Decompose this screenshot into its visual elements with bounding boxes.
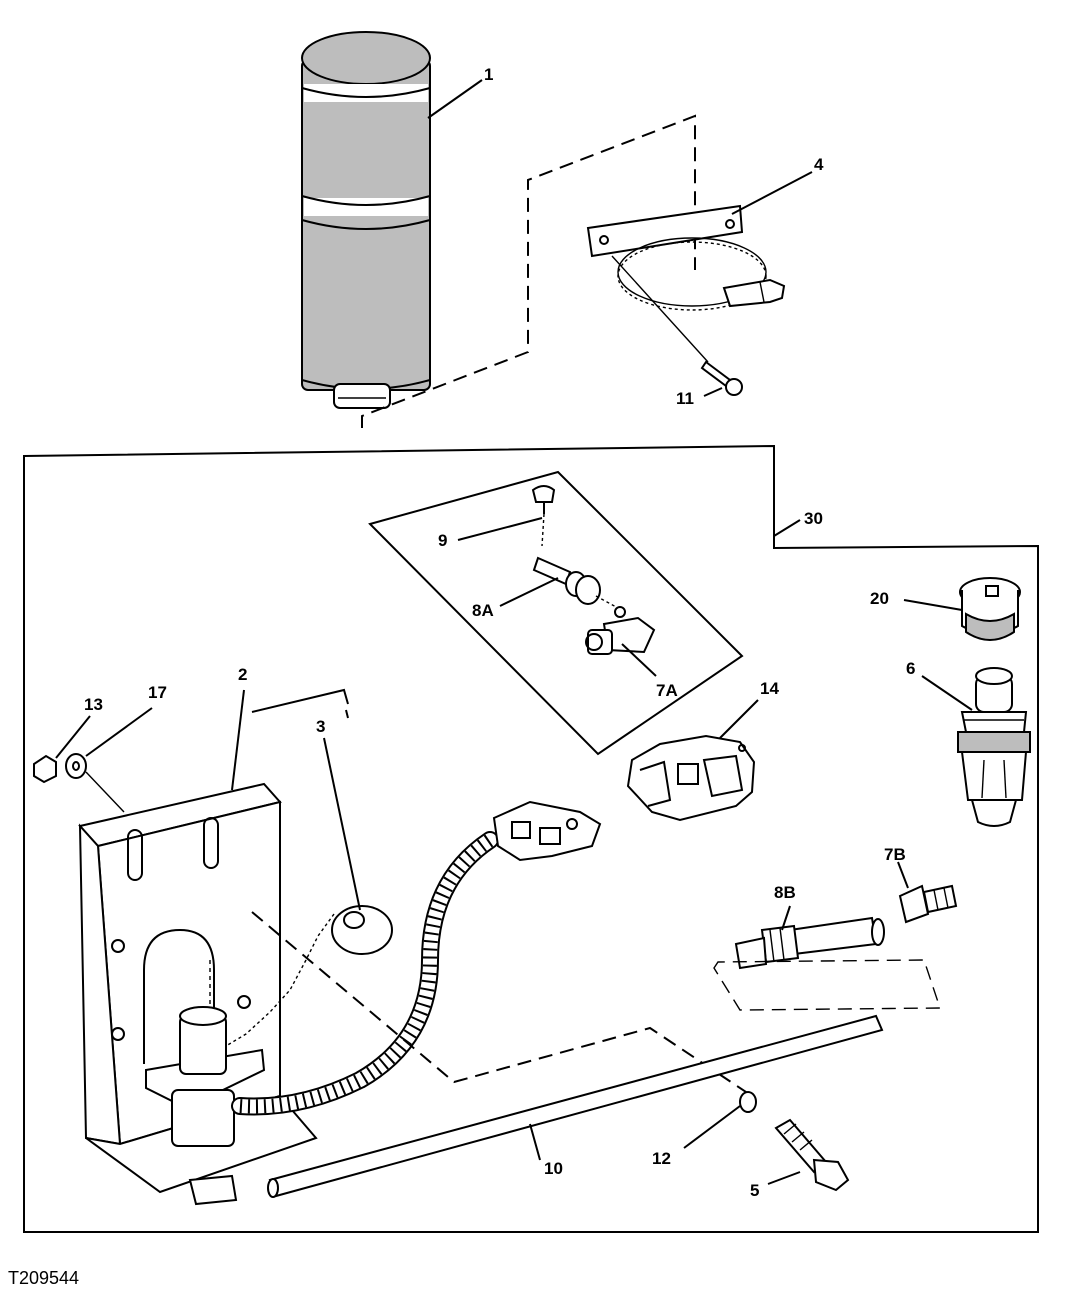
callout-7b: 7B xyxy=(884,845,906,864)
part-14-connector xyxy=(626,734,756,822)
part-20-cap xyxy=(959,577,1021,641)
callout-7a: 7A xyxy=(656,681,678,700)
part-4-clamp xyxy=(586,204,786,311)
part-6-switch xyxy=(957,667,1031,827)
part-7b-fitting xyxy=(898,884,958,924)
callout-3: 3 xyxy=(316,717,325,736)
callout-2: 2 xyxy=(238,665,247,684)
part-2-bracket xyxy=(78,688,349,1206)
part-17-washer xyxy=(65,753,87,779)
callout-9: 9 xyxy=(438,531,447,550)
part-8b-fitting xyxy=(713,916,941,1011)
assembly-line-nut xyxy=(85,771,125,813)
callout-5: 5 xyxy=(750,1181,759,1200)
callout-10: 10 xyxy=(544,1159,563,1178)
part-11-screw xyxy=(611,255,743,396)
wiring-harness xyxy=(231,800,602,1116)
callout-20: 20 xyxy=(870,589,889,608)
figure-id: T209544 xyxy=(8,1268,80,1288)
callout-1: 1 xyxy=(484,65,493,84)
callout-8a: 8A xyxy=(472,601,494,620)
leader-lines xyxy=(55,79,973,1185)
callout-4: 4 xyxy=(814,155,824,174)
callout-13: 13 xyxy=(84,695,103,714)
part-1-canister xyxy=(301,31,431,409)
part-10-tube xyxy=(267,1014,884,1198)
callout-17: 17 xyxy=(148,683,167,702)
part-3-cap-chain xyxy=(225,905,393,1047)
callout-12: 12 xyxy=(652,1149,671,1168)
assembly-line-canister-clamp xyxy=(361,114,696,428)
subkit-7a-8a-9 xyxy=(368,470,744,756)
part-5-bolt xyxy=(774,1118,850,1192)
callout-30: 30 xyxy=(804,509,823,528)
part-13-nut xyxy=(33,754,57,784)
callouts: 1 4 11 30 9 8A 7A 20 6 14 2 3 13 17 8B 7… xyxy=(84,65,915,1200)
callout-14: 14 xyxy=(760,679,779,698)
part-12-washer xyxy=(739,1091,757,1113)
callout-11: 11 xyxy=(676,389,694,408)
callout-6: 6 xyxy=(906,659,915,678)
assembly-line-bracket-switch xyxy=(251,911,753,1097)
callout-8b: 8B xyxy=(774,883,796,902)
kit-boundary-30 xyxy=(23,444,1039,1233)
